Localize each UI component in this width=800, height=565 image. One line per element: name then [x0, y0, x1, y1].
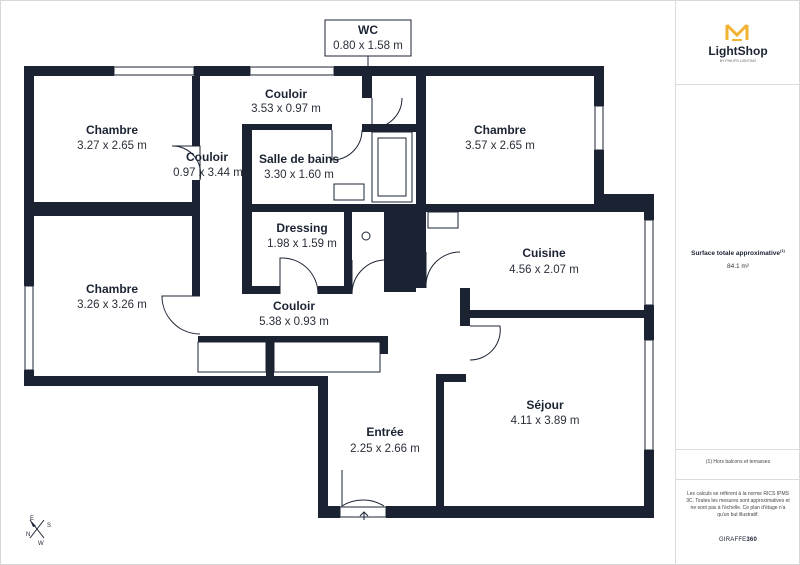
floor-plan: WC 0.80 x 1.58 m Couloir 3.53 x 0.97 m C… [24, 19, 654, 547]
room-chambre-tl-dim: 3.27 x 2.65 m [77, 140, 147, 152]
compass-icon: N E S W [26, 516, 51, 547]
room-cuisine-dim: 4.56 x 2.07 m [509, 264, 579, 276]
svg-text:N: N [26, 532, 30, 538]
svg-text:W: W [38, 541, 44, 547]
room-couloir-mid-dim: 5.38 x 0.93 m [259, 316, 329, 328]
room-couloir-left-name: Couloir [186, 150, 228, 164]
room-dressing-name: Dressing [276, 221, 327, 235]
room-sejour-dim: 4.11 x 3.89 m [511, 415, 580, 427]
windows [24, 66, 654, 518]
room-chambre-tr-dim: 3.57 x 2.65 m [465, 140, 535, 152]
disclaimer: Les calculs se réfèrent à la norme RICS … [686, 491, 790, 518]
sidebar: LightShop BY PHILIPS LIGHTING Surface to… [675, 0, 800, 565]
svg-text:S: S [47, 523, 51, 529]
surface-value: 84.1 m² [726, 263, 750, 270]
wc-label: WC 0.80 x 1.58 m [324, 19, 412, 66]
room-dressing-dim: 1.98 x 1.59 m [267, 238, 337, 250]
room-chambre-tl-name: Chambre [86, 123, 138, 137]
room-couloir-top-dim: 3.53 x 0.97 m [251, 103, 321, 115]
svg-text:0.80 x 1.58 m: 0.80 x 1.58 m [333, 40, 403, 52]
divider [676, 449, 800, 450]
room-couloir-left-dim: 0.97 x 3.44 m [173, 167, 243, 179]
room-chambre-tr-name: Chambre [474, 123, 526, 137]
brand-giraffe360: GIRAFFE360 [718, 537, 758, 543]
room-cuisine-name: Cuisine [522, 246, 566, 260]
room-sdb-name: Salle de bains [259, 152, 339, 166]
room-labels: Couloir 3.53 x 0.97 m Chambre 3.27 x 2.6… [77, 87, 579, 455]
room-entree-dim: 2.25 x 2.66 m [350, 443, 420, 455]
room-chambre-bl-dim: 3.26 x 3.26 m [77, 299, 147, 311]
room-couloir-mid-name: Couloir [273, 299, 315, 313]
footnote: (1) Hors balcons et terrasses [705, 459, 771, 465]
logo-text: LightShop [708, 44, 768, 58]
lightshop-logo-icon [725, 23, 749, 41]
logo-subtext: BY PHILIPS LIGHTING [719, 59, 757, 63]
room-sejour-name: Séjour [526, 398, 564, 412]
svg-text:E: E [30, 516, 34, 522]
logo-area: LightShop BY PHILIPS LIGHTING [676, 0, 800, 85]
room-sdb-dim: 3.30 x 1.60 m [264, 169, 334, 181]
room-chambre-bl-name: Chambre [86, 282, 138, 296]
svg-text:WC: WC [358, 23, 378, 37]
doors [161, 97, 501, 520]
room-couloir-top-name: Couloir [265, 87, 307, 101]
walls [24, 66, 654, 518]
divider [676, 479, 800, 480]
room-entree-name: Entrée [366, 425, 404, 439]
surface-label: Surface totale approximative(1) [691, 248, 785, 258]
